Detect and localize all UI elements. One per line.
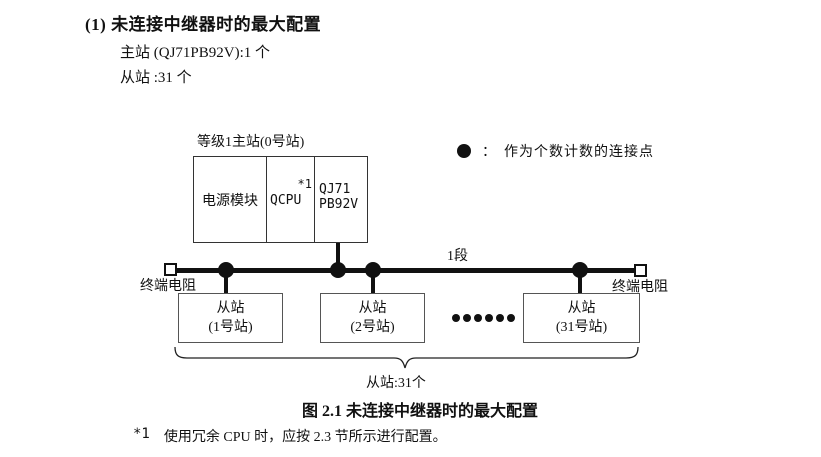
master-count-line: 主站 (QJ71PB92V):1 个 [120, 45, 271, 61]
legend: ： 作为个数计数的连接点 [457, 141, 654, 161]
slave-station-2-box: 从站 (2号站) [320, 293, 425, 343]
figure-caption: 图 2.1 未连接中继器时的最大配置 [301, 403, 538, 420]
slave31-drop-line [578, 272, 582, 293]
slave-station-type: 从站 [567, 301, 596, 316]
power-module-cell: 电源模块 [202, 193, 258, 209]
slave-station-number: (1号站) [208, 320, 253, 335]
pb92v-line1: QJ71 [319, 182, 351, 197]
pb92v-cell: QJ71 PB92V [314, 157, 367, 242]
section-title: (1) 未连接中继器时的最大配置 [85, 15, 322, 34]
terminating-resistor-left-label: 终端电阻 [140, 279, 196, 294]
connection-dot [218, 262, 234, 278]
segment-label: 1段 [447, 249, 468, 264]
slave-station-number: (31号站) [555, 320, 608, 335]
terminating-resistor-right-label: 终端电阻 [612, 280, 668, 295]
pb92v-line2: PB92V [319, 197, 359, 212]
connection-dot [330, 262, 346, 278]
footnote: *1 使用冗余 CPU 时，应按 2.3 节所示进行配置。 [133, 426, 447, 446]
slave-count-line: 从站 :31 个 [120, 70, 192, 86]
master-station-box: 电源模块 *1 QCPU QJ71 PB92V [193, 156, 368, 243]
slave-station-1-box: 从站 (1号站) [178, 293, 283, 343]
footnote-marker: *1 [133, 426, 150, 442]
slave-station-type: 从站 [216, 301, 245, 316]
cpu-cell: *1 QCPU [266, 157, 314, 242]
terminating-resistor-right-icon [634, 264, 647, 277]
ellipsis-dots [452, 314, 515, 322]
cpu-cell-label: QCPU [270, 193, 302, 208]
slave-station-number: (2号站) [350, 320, 395, 335]
bus-line [176, 268, 635, 273]
connection-dot [572, 262, 588, 278]
footnote-text: 使用冗余 CPU 时，应按 2.3 节所示进行配置。 [163, 430, 447, 445]
slave-total-label: 从站:31个 [366, 376, 426, 391]
slave2-drop-line [371, 272, 375, 293]
master-drop-line [336, 243, 340, 270]
master-station-label: 等级1主站(0号站) [197, 135, 305, 150]
legend-label: 作为个数计数的连接点 [504, 145, 654, 160]
cpu-footnote-marker: *1 [297, 177, 312, 191]
brace [174, 346, 639, 369]
connection-dot [365, 262, 381, 278]
terminating-resistor-left-icon [164, 263, 177, 276]
connection-point-icon [457, 144, 471, 158]
slave-station-type: 从站 [358, 301, 387, 316]
legend-separator: ： [482, 145, 496, 160]
slave-station-31-box: 从站 (31号站) [523, 293, 640, 343]
slave1-drop-line [224, 272, 228, 293]
